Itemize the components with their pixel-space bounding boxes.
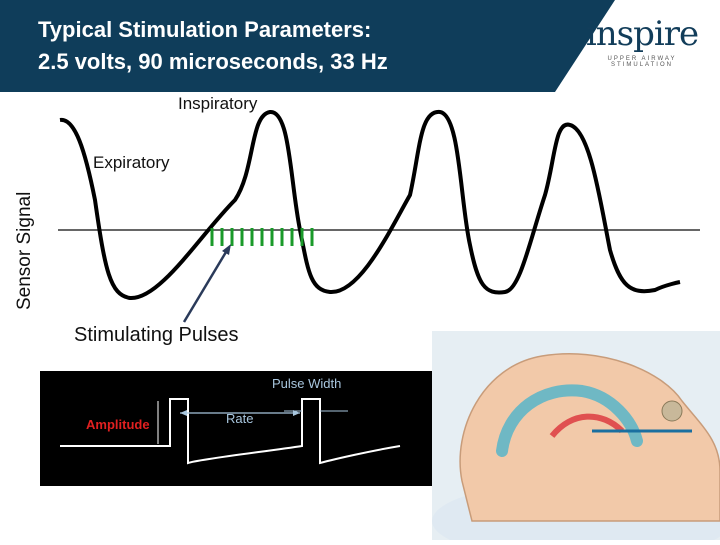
rate-label: Rate <box>226 411 254 426</box>
slide-title: Typical Stimulation Parameters: 2.5 volt… <box>38 14 388 78</box>
pulse-pointer-arrowhead <box>222 244 231 255</box>
pulse-waveform <box>60 398 401 465</box>
inspiratory-label: Inspiratory <box>178 94 258 113</box>
patient-airway-illustration <box>432 331 720 545</box>
rate-arrowhead-left <box>180 410 187 416</box>
stimulating-pulses-label: Stimulating Pulses <box>74 324 239 346</box>
expiratory-label: Expiratory <box>93 153 170 172</box>
pulse-shape <box>60 398 401 465</box>
pulse-pointer-arrow <box>182 251 228 323</box>
inspire-logo: inspire UPPER AIRWAY STIMULATION <box>582 14 702 78</box>
respiration-waveform <box>59 110 681 301</box>
sensor-signal-plot <box>58 110 700 323</box>
title-line-2: 2.5 volts, 90 microseconds, 33 Hz <box>38 49 388 74</box>
amplitude-label: Amplitude <box>86 417 150 432</box>
stimulation-pulse-train <box>210 228 314 246</box>
pulse-width-label: Pulse Width <box>272 376 342 391</box>
pulse-parameter-diagram: Amplitude Rate Pulse Width <box>40 371 434 486</box>
tongue <box>549 413 625 438</box>
implant-device <box>661 400 683 422</box>
header: Typical Stimulation Parameters: 2.5 volt… <box>0 0 720 92</box>
logo-word: inspire <box>585 14 699 54</box>
airway <box>496 384 643 457</box>
patient-illustration-art <box>432 331 720 545</box>
logo-tagline: UPPER AIRWAY STIMULATION <box>607 56 677 68</box>
title-line-1: Typical Stimulation Parameters: <box>38 17 372 42</box>
head-profile <box>459 353 720 522</box>
title-band: Typical Stimulation Parameters: 2.5 volt… <box>0 0 615 92</box>
